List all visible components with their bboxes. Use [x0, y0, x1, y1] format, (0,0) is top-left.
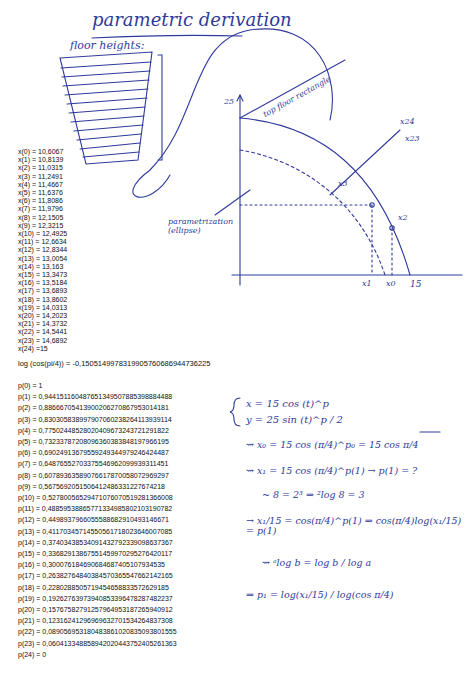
floor-value: x(19) = 14,0313 — [18, 304, 67, 312]
floor-value: x(4) = 11,4667 — [18, 181, 63, 189]
equation: x = 15 cos (t)^p — [246, 398, 462, 409]
floor-value: x(6) = 11,8086 — [18, 197, 63, 205]
sketch-label: 15 — [410, 280, 421, 290]
exponent-value: p(4) = 0,7750244852802040967324372129182… — [18, 427, 169, 435]
exponent-value: p(8) = 0,6078936358907661787005807296929… — [18, 472, 169, 480]
sketch-label: x23 — [405, 135, 420, 144]
floor-value: x(14) = 13,163 — [18, 263, 63, 271]
note-title: parametric derivation — [92, 10, 292, 30]
floor-value: x(21) = 14,3732 — [18, 320, 67, 328]
exponent-value: p(0) = 1 — [18, 382, 42, 390]
floor-value: x(8) = 12,1505 — [18, 214, 63, 222]
floor-value: x(5) = 11,6376 — [18, 189, 63, 197]
floor-value: x(0) = 10,6067 — [18, 148, 63, 156]
sketch-label: x24 — [400, 118, 415, 127]
exponent-value: p(21) = 0,123162412969696327015342648373… — [18, 617, 173, 625]
sketch-label: x0 — [386, 280, 396, 289]
equation: y = 25 sin (t)^p / 2 — [246, 414, 462, 425]
sketch-label: floor heights: — [70, 40, 144, 52]
exponent-value: p(10) = 0,527800565294710760705192813660… — [18, 494, 173, 502]
exponent-value: p(2) = 0,8866670541390020627086795301418… — [18, 404, 169, 412]
exponent-value: p(12) = 0,449893796605558868291049314667… — [18, 516, 169, 524]
exponent-value: p(5) = 0,7323378720809636038384819796619… — [18, 438, 169, 446]
exponent-value: p(15) = 0,336829138675514599702952764201… — [18, 550, 172, 558]
sketch-label: parametrization (ellipse) — [168, 218, 232, 236]
floor-value: x(2) = 11,0315 — [18, 164, 63, 172]
floor-value: x(15) = 13,3473 — [18, 271, 67, 279]
floor-value: x(24) =15 — [18, 345, 48, 353]
equation: ⇝ ᵃlog b = log b / log a — [262, 558, 462, 568]
floor-value: x(22) = 14,5441 — [18, 328, 67, 336]
floor-value: x(1) = 10,8139 — [18, 156, 63, 164]
exponent-value: p(6) = 0,6902491367955924934497924642448… — [18, 449, 169, 457]
exponent-value: p(13) = 0,411703457145505617180236460070… — [18, 528, 172, 536]
floor-value: x(13) = 13,0054 — [18, 255, 67, 263]
floor-value: x(16) = 13,5184 — [18, 279, 67, 287]
floor-value: x(23) = 14,6892 — [18, 337, 67, 345]
sketch-label: x2 — [398, 214, 408, 223]
sketch-label: 25 — [224, 98, 234, 107]
exponent-value: p(3) = 0,8303058389979070602382641139391… — [18, 416, 172, 424]
floor-value: x(3) = 11,2491 — [18, 173, 63, 181]
floor-value: x(17) = 13,6893 — [18, 287, 67, 295]
exponent-value: p(24) = 0 — [18, 651, 46, 659]
equation: ⇝ x₁ = 15 cos (π/4)^p(1) → p(1) = ? — [246, 466, 462, 476]
floor-value: x(12) = 12,8344 — [18, 246, 67, 254]
log-value: log (cos(pi/4)) = -0,1505149978319905760… — [18, 360, 210, 368]
equation: ⇝ x₀ = 15 cos (π/4)^p₀ = 15 cos π/4 — [246, 440, 462, 450]
exponent-value: p(20) = 0,157675827912579649531872659409… — [18, 606, 173, 614]
exponent-value: p(7) = 0,6487655270337554696209993931145… — [18, 460, 168, 468]
floor-value: x(10) = 12,4925 — [18, 230, 67, 238]
equation: ~ 8 = 2³ ⇒ ²log 8 = 3 — [262, 490, 462, 500]
exponent-value: p(1) = 0,9441511604876513495078853988844… — [18, 393, 172, 401]
floor-value: x(11) = 12,6634 — [18, 238, 67, 246]
sketch-label: x1 — [362, 280, 372, 289]
exponent-value: p(19) = 0,192627639739408533964782874822… — [18, 595, 173, 603]
equation: ⇒ p₁ = log(x₁/15) / log(cos π/4) — [246, 590, 462, 600]
exponent-value: p(9) = 0,5675692051506412486331227674218 — [18, 483, 165, 491]
exponent-value: p(16) = 0,300076184690684687405107934535 — [18, 561, 165, 569]
sketch-label: top floor rectangle — [262, 75, 332, 119]
floor-value: x(9) = 12,3215 — [18, 222, 63, 230]
exponent-value: p(11) = 0,488595388657713349858021031907… — [18, 505, 172, 513]
equation: → x₁/15 = cos(π/4)^p(1) ⇒ cos(π/4)log(x₁… — [246, 516, 462, 537]
exponent-value: p(17) = 0,263827648403845703655476621421… — [18, 572, 173, 580]
floor-value: x(20) = 14,2023 — [18, 312, 67, 320]
floor-value: x(18) = 13,8602 — [18, 296, 67, 304]
floor-value: x(7) = 11,9796 — [18, 205, 63, 213]
exponent-value: p(22) = 0,089056953180483861020835093801… — [18, 628, 177, 636]
exponent-value: p(14) = 0,374034385340914327923390986373… — [18, 539, 173, 547]
exponent-value: p(23) = 0,060413348858942020443752405261… — [18, 640, 177, 648]
sketch-label: x3 — [338, 180, 348, 189]
exponent-value: p(18) = 0,228028850571945465883357262918… — [18, 584, 169, 592]
